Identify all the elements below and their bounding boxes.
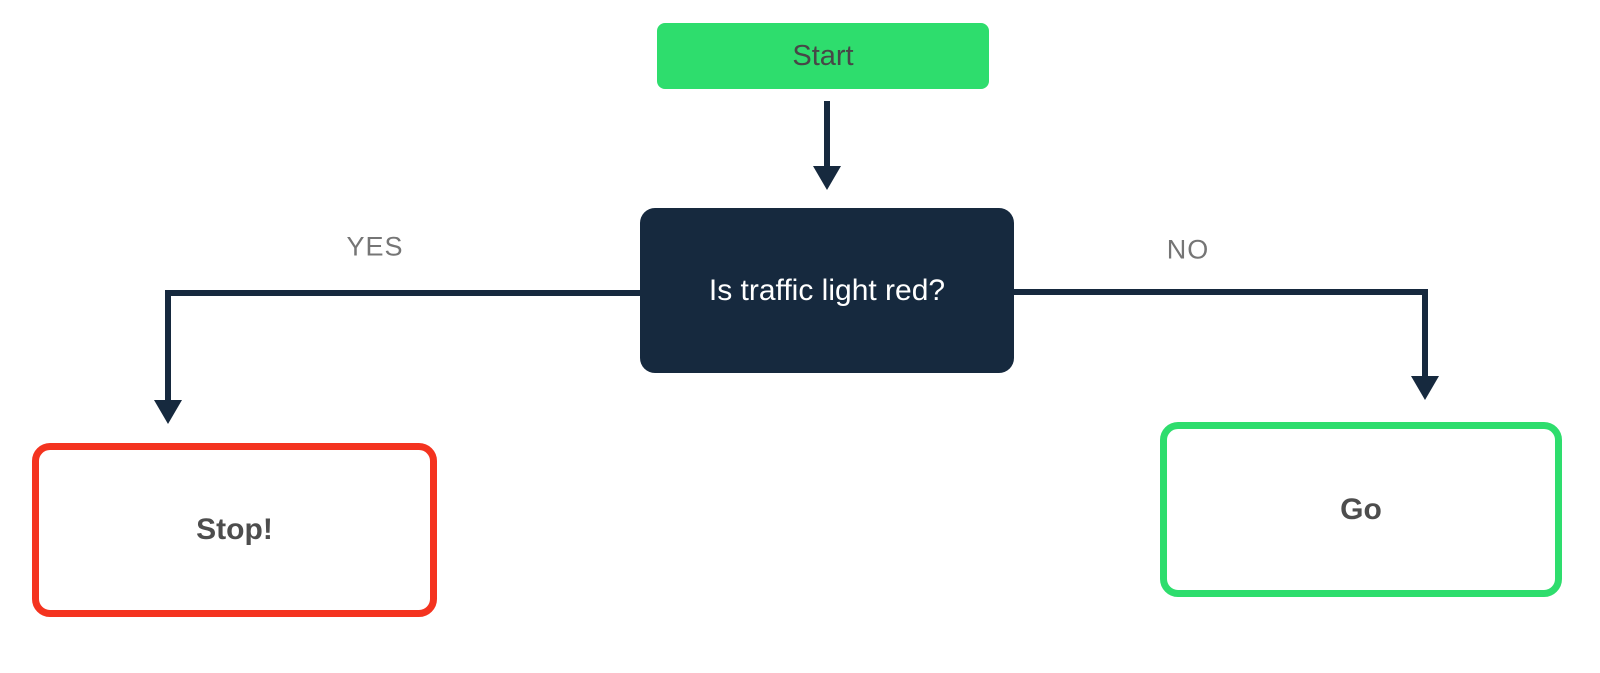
decision-node: Is traffic light red? (640, 208, 1014, 373)
no-connector-vertical-line (1422, 289, 1428, 378)
start-node: Start (657, 23, 989, 89)
stop-node: Stop! (32, 443, 437, 617)
no-arrowhead-icon (1411, 376, 1439, 400)
yes-edge-label: YES (346, 231, 404, 262)
go-node: Go (1160, 422, 1562, 597)
no-edge-label: NO (1166, 234, 1210, 265)
no-connector-horizontal-line (1014, 289, 1428, 295)
yes-connector-vertical-line (165, 290, 171, 402)
start-to-decision-arrowhead-icon (813, 166, 841, 190)
yes-connector-horizontal-line (165, 290, 640, 296)
yes-arrowhead-icon (154, 400, 182, 424)
start-to-decision-connector-line (824, 101, 830, 167)
